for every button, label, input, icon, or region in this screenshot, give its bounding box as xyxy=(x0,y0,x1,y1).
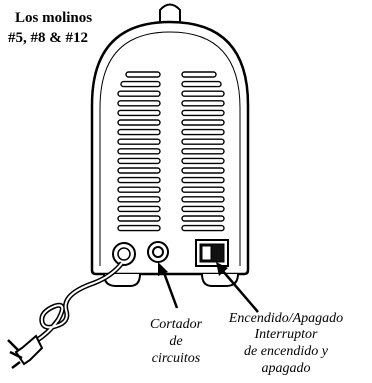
power-switch-label-line-1: Encendido/Apagado xyxy=(228,311,343,326)
vent-slot xyxy=(125,71,161,78)
vent-slot xyxy=(117,186,161,193)
power-switch-label-line-4: apagado xyxy=(262,361,311,376)
vent-slots xyxy=(117,71,225,232)
housing-inner-rim xyxy=(99,31,241,266)
power-switch-label-line-2: Interruptor xyxy=(254,327,319,342)
power-switch xyxy=(195,239,229,267)
title-line-1: Los molinos xyxy=(15,10,92,26)
vent-slot xyxy=(117,90,161,97)
vent-slot xyxy=(117,100,161,107)
vent-slot xyxy=(181,186,225,193)
vent-slot xyxy=(181,128,225,136)
vent-slot xyxy=(181,224,225,232)
vent-slot xyxy=(181,119,225,126)
vent-slot xyxy=(181,100,225,107)
vent-slot xyxy=(181,215,225,222)
circuit-breaker xyxy=(147,241,169,263)
vent-slot xyxy=(117,215,161,222)
vent-slot xyxy=(181,157,225,165)
vent-slot xyxy=(181,196,225,203)
vent-slot xyxy=(181,205,225,213)
vent-slot xyxy=(117,148,161,155)
vent-slot xyxy=(181,176,225,184)
vent-slot xyxy=(181,71,217,78)
power-switch-label-line-3: de encendido y xyxy=(244,344,329,359)
vent-slot xyxy=(117,138,161,145)
vent-slot xyxy=(181,109,225,117)
circuit-breaker-label-line-3: circuitos xyxy=(152,351,201,366)
vent-slot xyxy=(117,167,161,174)
power-plug xyxy=(7,334,44,369)
power-switch-arrow xyxy=(221,269,259,313)
vent-slot xyxy=(181,167,225,174)
vent-slot xyxy=(181,138,225,145)
circuit-breaker-arrowhead xyxy=(158,262,168,276)
vent-slot xyxy=(181,148,225,155)
vent-slot xyxy=(181,90,225,97)
vent-slot xyxy=(117,128,161,136)
circuit-breaker-arrow xyxy=(161,269,179,309)
vent-slot xyxy=(117,205,161,213)
vent-slot xyxy=(117,196,161,203)
vent-slot xyxy=(181,80,222,88)
vent-slot xyxy=(117,224,161,232)
power-cord-exit xyxy=(112,242,136,266)
vent-slot xyxy=(117,119,161,126)
title-line-2: #5, #8 & #12 xyxy=(8,30,88,46)
vent-slot xyxy=(117,176,161,184)
power-switch-arrowhead xyxy=(216,262,228,276)
power-cord-core xyxy=(33,262,123,343)
grinder-housing xyxy=(90,20,250,276)
vent-slot xyxy=(117,109,161,117)
circuit-breaker-label-line-1: Cortador xyxy=(150,317,203,332)
vent-slot xyxy=(120,80,161,88)
circuit-breaker-label-line-2: de xyxy=(169,334,182,349)
vent-slot xyxy=(117,157,161,165)
